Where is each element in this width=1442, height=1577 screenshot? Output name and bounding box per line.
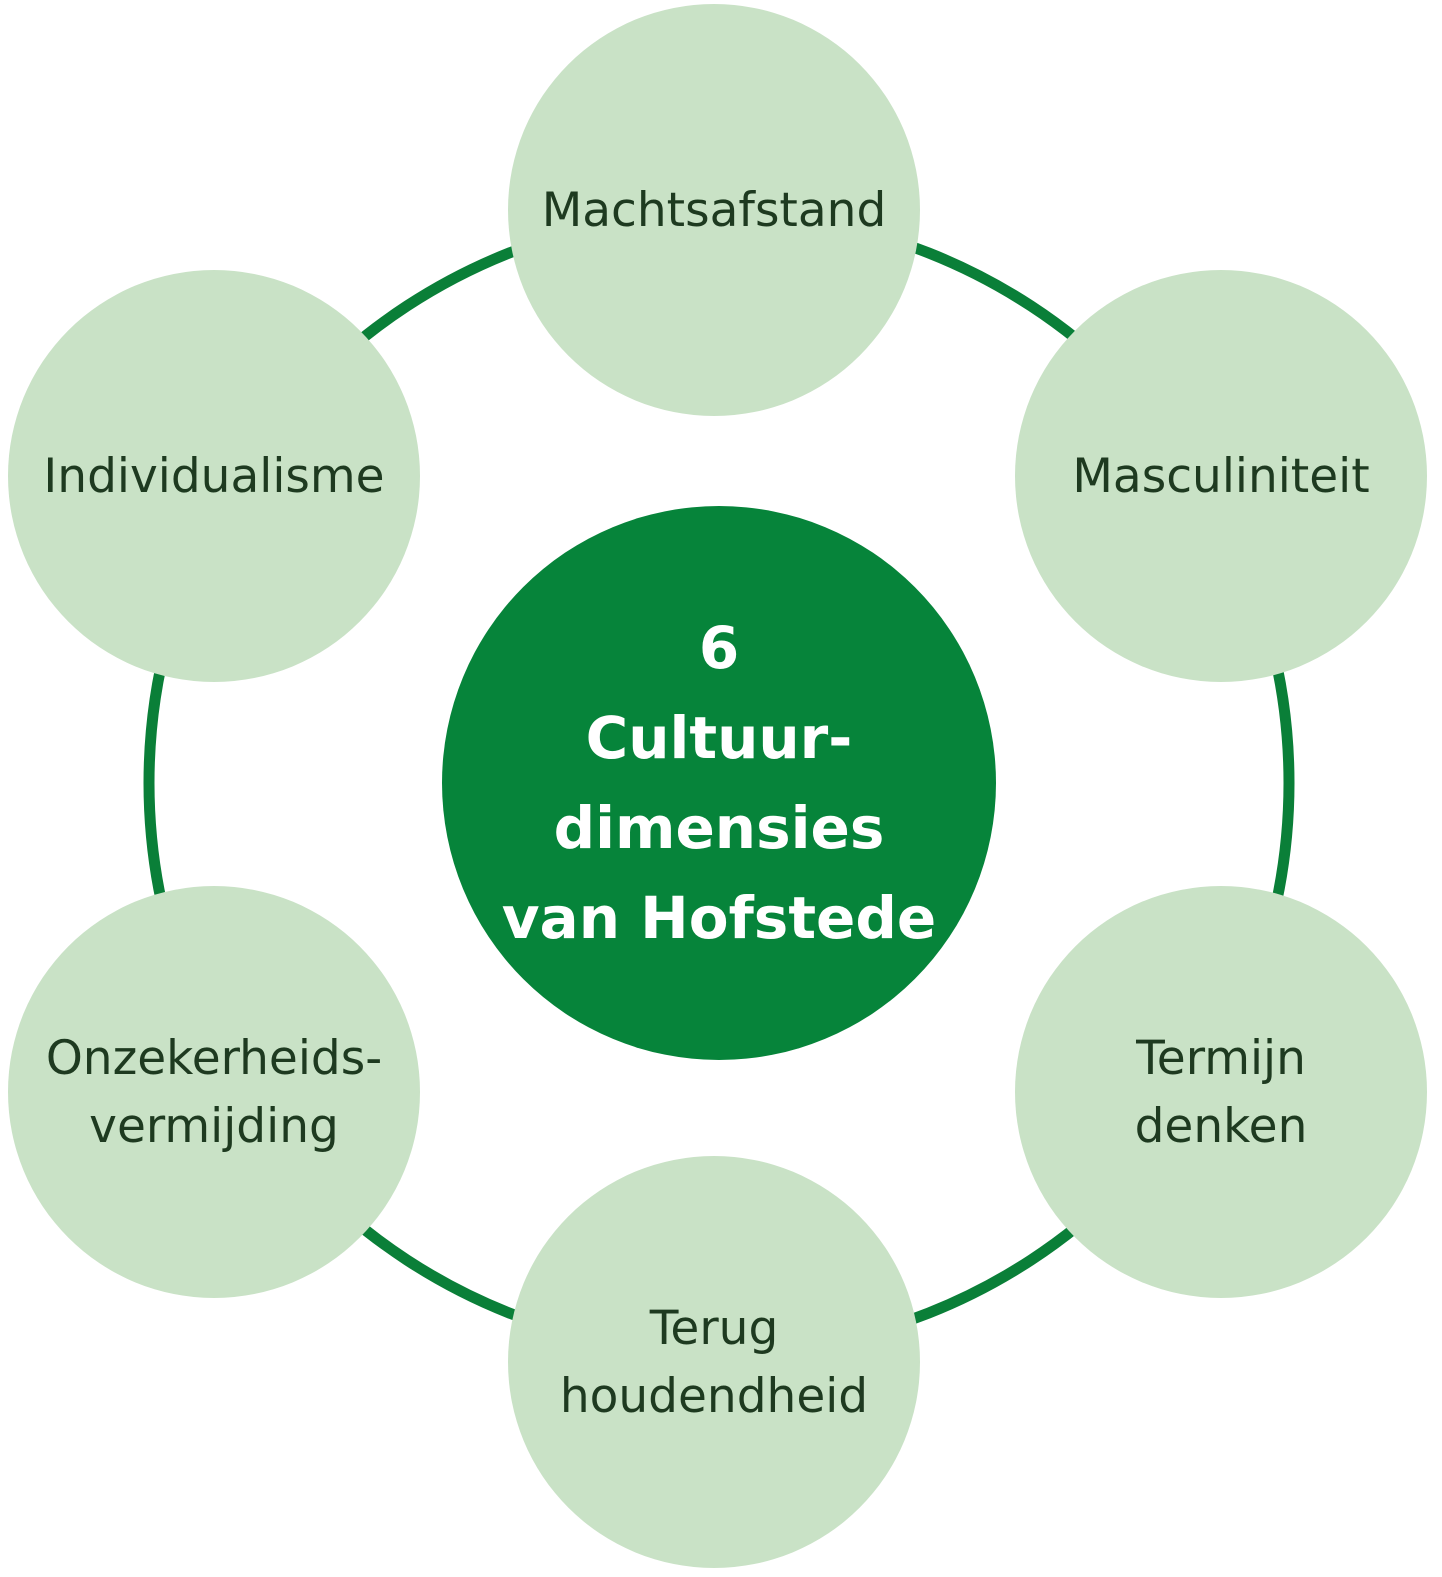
dimension-label-line: vermijding — [89, 1099, 339, 1154]
dimension-label-line: Terug — [649, 1301, 779, 1356]
dimension-node: Termijn denken — [1015, 886, 1427, 1298]
dimension-label: Onzekerheids-vermijding — [46, 1031, 382, 1154]
dimension-label: Masculiniteit — [1072, 449, 1369, 504]
dimension-label-line: Termijn — [1135, 1031, 1306, 1086]
dimension-circle — [1015, 886, 1427, 1298]
dimension-label-line: houdendheid — [560, 1369, 868, 1424]
dimension-circle — [1015, 270, 1427, 682]
center-title-line: Cultuur- — [586, 704, 853, 772]
dimension-node: Terug houdendheid — [508, 1156, 920, 1568]
dimension-label-line: denken — [1135, 1099, 1308, 1154]
center-title-line: dimensies — [554, 794, 885, 862]
dimension-circle — [8, 886, 420, 1298]
dimension-label: Machtsafstand — [542, 183, 887, 238]
dimension-label-line: Individualisme — [43, 449, 384, 504]
dimension-circle — [508, 4, 920, 416]
dimension-circle — [508, 1156, 920, 1568]
dimension-node: Individualisme — [8, 270, 420, 682]
dimension-node: Masculiniteit — [1015, 270, 1427, 682]
dimension-label: Terug houdendheid — [560, 1301, 868, 1424]
dimension-node: Machtsafstand — [508, 4, 920, 416]
dimension-label-line: Machtsafstand — [542, 183, 887, 238]
dimension-label-line: Masculiniteit — [1072, 449, 1369, 504]
center-title-line: van Hofstede — [502, 884, 937, 952]
dimension-label: Individualisme — [43, 449, 384, 504]
center-circle — [442, 506, 996, 1060]
dimension-circle — [8, 270, 420, 682]
dimension-label-line: Onzekerheids- — [46, 1031, 382, 1086]
center-title-line: 6 — [699, 614, 739, 682]
dimension-node: Onzekerheids-vermijding — [8, 886, 420, 1298]
dimension-label: Termijn denken — [1135, 1031, 1308, 1154]
